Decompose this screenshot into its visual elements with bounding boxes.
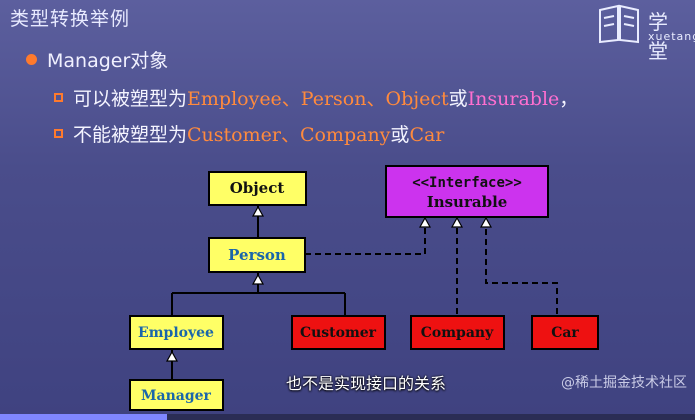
bullet-dot-icon (26, 54, 37, 65)
class-insurable: Insurable (427, 193, 508, 211)
can-cast-or: 或 (448, 88, 468, 110)
triangle-icon (251, 273, 265, 285)
bullet-text: Manager对象 (47, 50, 169, 72)
can-cast-targets: Employee、Person、Object (187, 88, 449, 110)
triangle-icon (251, 205, 265, 217)
logo-sub: xuetang (648, 30, 695, 43)
edge-car-insurable (485, 224, 558, 314)
triangle-icon (479, 216, 493, 228)
cannot-cast-targets: Customer、Company (187, 124, 391, 146)
triangle-icon (165, 350, 179, 362)
class-person-box (208, 237, 306, 273)
edge-person-insurable (305, 224, 426, 255)
logo-name: 学堂 (648, 10, 671, 63)
square-bullet-icon (54, 129, 63, 138)
triangle-icon (418, 216, 432, 228)
juejin-watermark: @稀土掘金技术社区 (561, 375, 687, 391)
class-object: Object (230, 179, 285, 197)
class-employee-box (129, 315, 224, 350)
slide-title: 类型转换举例 (10, 8, 131, 30)
class-company: Company (421, 325, 494, 341)
square-bullet-icon (54, 93, 63, 102)
triangle-icon (450, 216, 464, 228)
cannot-cast-prefix: 不能被塑型为 (73, 124, 188, 146)
subpoint-can-cast: 可以被塑型为Employee、Person、Object或Insurable， (54, 84, 578, 111)
class-car-box (531, 315, 599, 350)
cannot-cast-or: 或 (390, 124, 410, 146)
can-cast-interface: Insurable (467, 88, 560, 110)
class-person: Person (228, 246, 286, 264)
bullet-manager: Manager对象 (26, 46, 168, 73)
class-company-box (410, 315, 505, 350)
can-cast-suffix: ， (559, 88, 579, 110)
class-customer: Customer (300, 325, 377, 341)
video-progress-bar[interactable] (0, 414, 695, 420)
class-employee: Employee (138, 325, 214, 341)
class-object-box (208, 171, 307, 206)
class-manager-box (129, 379, 224, 411)
class-manager: Manager (141, 388, 212, 404)
class-customer-box (291, 315, 386, 350)
xuetang-logo: 学堂 xuetang (596, 2, 695, 63)
class-car: Car (551, 325, 579, 341)
can-cast-prefix: 可以被塑型为 (73, 88, 188, 110)
book-icon (599, 4, 639, 44)
video-progress-fill (0, 414, 167, 420)
subpoint-cannot-cast: 不能被塑型为Customer、Company或Car (54, 120, 444, 147)
class-insurable-box (385, 165, 549, 218)
cannot-cast-last: Car (409, 124, 445, 146)
interface-stereotype: <<Interface>> (412, 175, 522, 191)
video-subtitle: 也不是实现接口的关系 (286, 374, 447, 393)
